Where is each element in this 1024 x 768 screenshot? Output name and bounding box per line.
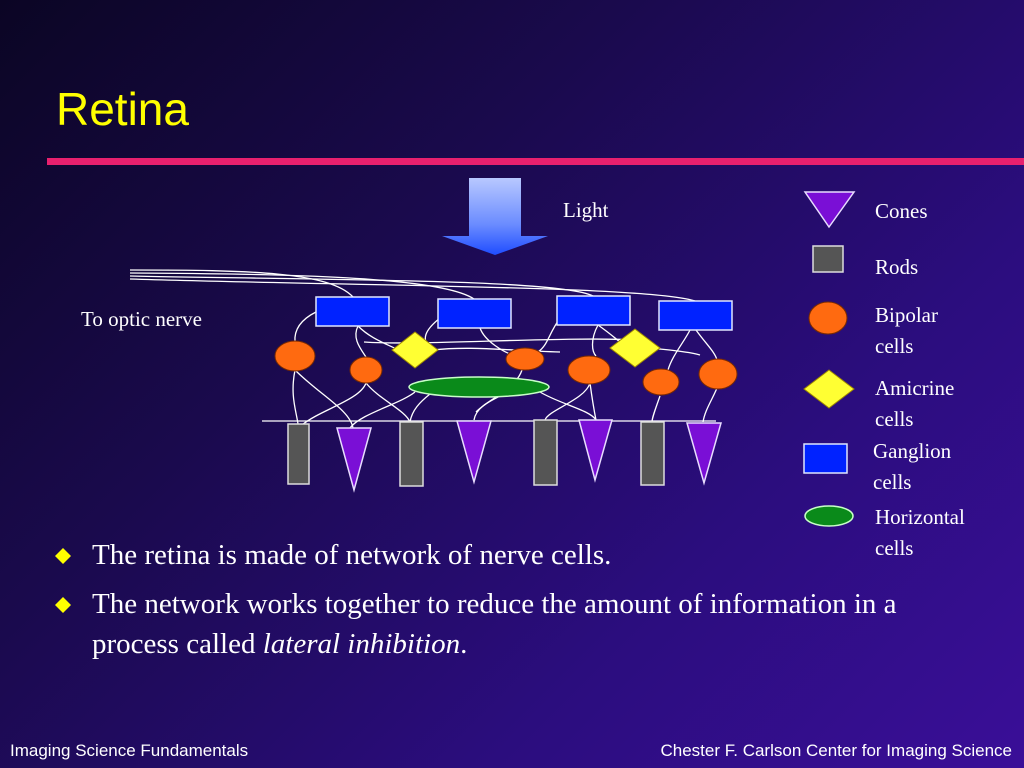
diamond-icon <box>803 369 855 409</box>
optic-fiber <box>129 278 696 302</box>
rectangle-icon <box>803 443 848 474</box>
cone-cell <box>456 420 492 485</box>
wire <box>539 391 597 421</box>
legend-shapes <box>803 191 856 527</box>
footer-left: Imaging Science Fundamentals <box>10 741 249 760</box>
light-arrow-icon <box>442 178 548 255</box>
rod-cell <box>399 421 424 487</box>
amacrine-cell <box>391 331 439 369</box>
wire <box>294 369 354 429</box>
horizontal-cell <box>408 376 550 398</box>
legend-label-horizontal: Horizontal cells <box>875 505 965 560</box>
wire <box>667 329 691 371</box>
legend-label-cones: Cones <box>875 199 928 223</box>
wire <box>702 387 718 423</box>
footer-right: Chester F. Carlson Center for Imaging Sc… <box>660 741 1013 760</box>
wire <box>591 324 599 357</box>
wire <box>365 382 411 423</box>
wire <box>357 325 399 351</box>
wire <box>363 338 641 344</box>
optic-fiber <box>129 272 475 300</box>
bipolar-cell <box>567 355 611 385</box>
bullet-item: The network works together to reduce the… <box>55 584 915 664</box>
wire <box>349 391 416 429</box>
ganglion-cell <box>658 300 733 331</box>
ganglion-cell <box>315 296 390 327</box>
legend-label-amacrine: Amicrine cells <box>875 376 955 431</box>
light-label: Light <box>563 198 609 222</box>
amacrine-cell <box>609 328 661 368</box>
bullet-list: The retina is made of network of nerve c… <box>55 535 915 673</box>
wire <box>409 393 431 423</box>
wire <box>294 311 317 343</box>
legend-label-rods: Rods <box>875 255 919 279</box>
bullet-text: The network works together to reduce the… <box>92 588 897 660</box>
bipolar-cell <box>349 356 383 384</box>
bipolar-cells <box>274 340 738 396</box>
ellipse-icon <box>804 505 854 527</box>
ganglion-cells <box>315 295 733 331</box>
bipolar-cell <box>642 368 680 396</box>
circle-icon <box>808 301 848 335</box>
wire <box>589 382 597 421</box>
cone-cell <box>578 419 613 483</box>
ganglion-cell <box>556 295 631 326</box>
rod-cell <box>640 421 665 486</box>
bipolar-cell <box>274 340 316 372</box>
bipolar-cell <box>698 358 738 390</box>
bullet-text: The retina is made of network of nerve c… <box>92 539 612 571</box>
wire <box>292 369 299 425</box>
legend-label-bipolar: Bipolar cells <box>875 303 938 358</box>
slide-title: Retina <box>56 83 189 135</box>
rod-cells <box>287 419 665 487</box>
wire <box>651 395 661 423</box>
ganglion-cell <box>437 298 512 329</box>
amacrine-cells <box>391 328 661 369</box>
wire <box>355 325 367 358</box>
triangle-icon <box>803 191 856 229</box>
bullet-text-end: . <box>460 628 468 660</box>
title-underline <box>47 158 1024 165</box>
bullet-emphasis: lateral inhibition <box>262 628 461 660</box>
cone-cells <box>336 419 722 493</box>
optic-fiber <box>129 269 354 298</box>
rod-cell <box>287 423 310 485</box>
cone-cell <box>686 422 722 486</box>
wire <box>473 395 501 421</box>
bipolar-cell <box>505 347 545 371</box>
optic-nerve-label: To optic nerve <box>81 307 202 331</box>
wire <box>544 382 591 421</box>
legend-label-ganglion: Ganglion cells <box>873 439 952 494</box>
rod-cell <box>533 419 558 486</box>
diamond-bullet-icon <box>55 597 71 613</box>
wire <box>431 347 561 353</box>
square-icon <box>812 245 844 273</box>
bullet-item: The retina is made of network of nerve c… <box>55 535 915 575</box>
wire <box>695 329 718 361</box>
diamond-bullet-icon <box>55 548 71 564</box>
cone-cell <box>336 427 372 493</box>
